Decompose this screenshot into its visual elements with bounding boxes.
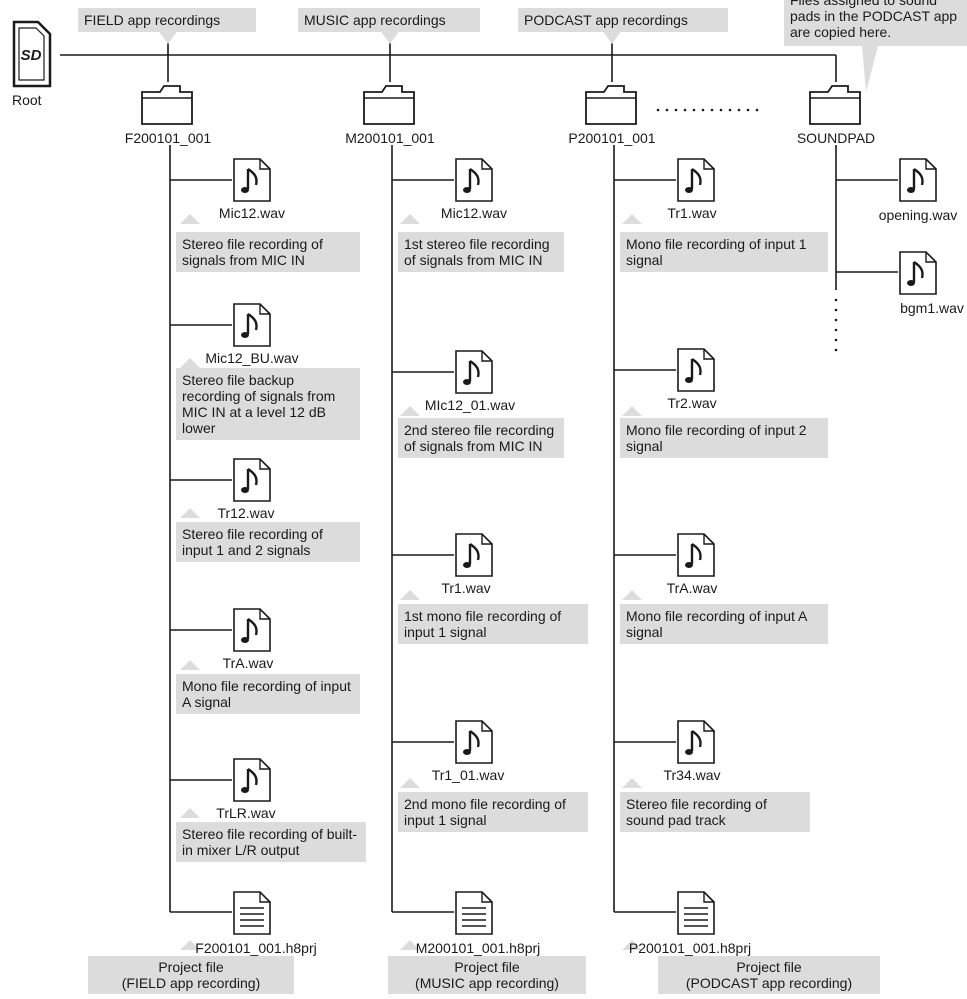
file-description: Mono file recording of input A signal	[620, 604, 828, 644]
audio-file-icon	[455, 533, 493, 577]
file-name: bgm1.wav	[900, 300, 964, 316]
file-description: 2nd stereo file recording of signals fro…	[398, 418, 564, 458]
field-app-callout: FIELD app recordings	[78, 8, 256, 32]
podcast-app-callout: PODCAST app recordings	[518, 8, 728, 32]
file-name: MIc12_01.wav	[424, 397, 516, 413]
folder-icon	[585, 85, 637, 125]
project-file-description: Project file (PODCAST app recording)	[658, 956, 880, 994]
project-file-name: M200101_001.h8prj	[415, 940, 541, 956]
file-description: Stereo file recording of sound pad track	[620, 792, 810, 832]
soundpad-folder-label: SOUNDPAD	[796, 130, 876, 146]
project-file-line1: Project file	[454, 959, 520, 975]
soundpad-callout: Files assigned to sound pads in the PODC…	[784, 0, 967, 46]
file-name: Tr12.wav	[217, 505, 275, 521]
audio-file-icon	[455, 720, 493, 764]
audio-file-icon	[233, 758, 271, 802]
svg-text:SD: SD	[21, 47, 42, 64]
podcast-folder-label: P200101_001	[568, 130, 656, 146]
file-description: Stereo file recording of input 1 and 2 s…	[176, 522, 360, 562]
audio-file-icon	[455, 158, 493, 202]
file-description: Mono file recording of input A signal	[176, 674, 360, 714]
audio-file-icon	[233, 158, 271, 202]
file-name: Tr1_01.wav	[431, 767, 505, 783]
file-name: TrLR.wav	[216, 805, 276, 821]
field-folder-label: F200101_001	[124, 130, 212, 146]
music-app-callout: MUSIC app recordings	[298, 8, 480, 32]
audio-file-icon	[455, 350, 493, 394]
file-description: Stereo file recording of built-in mixer …	[176, 822, 366, 862]
audio-file-icon	[677, 158, 715, 202]
file-name: opening.wav	[878, 207, 958, 223]
folder-icon	[141, 85, 193, 125]
project-file-name: F200101_001.h8prj	[195, 940, 317, 956]
audio-file-icon	[899, 251, 937, 295]
file-name: Mic12_BU.wav	[205, 350, 299, 366]
file-name: Mic12.wav	[440, 205, 508, 221]
file-description: 2nd mono file recording of input 1 signa…	[398, 792, 588, 832]
project-file-icon	[233, 891, 271, 935]
folder-icon	[809, 85, 861, 125]
file-name: Tr34.wav	[663, 767, 721, 783]
audio-file-icon	[677, 533, 715, 577]
file-name: Tr1.wav	[667, 205, 717, 221]
file-name: Tr1.wav	[441, 580, 491, 596]
folder-icon	[363, 85, 415, 125]
project-file-icon	[677, 891, 715, 935]
project-file-line1: Project file	[158, 959, 224, 975]
project-file-description: Project file (MUSIC app recording)	[388, 956, 586, 994]
project-file-line1: Project file	[736, 959, 802, 975]
audio-file-icon	[677, 348, 715, 392]
file-description: Mono file recording of input 2 signal	[620, 418, 828, 458]
file-description: 1st stereo file recording of signals fro…	[398, 232, 564, 272]
project-file-icon	[455, 891, 493, 935]
file-description: Stereo file recording of signals from MI…	[176, 232, 360, 272]
file-name: TrA.wav	[222, 655, 274, 671]
sd-card-icon: SD	[12, 20, 52, 88]
project-file-line2: (PODCAST app recording)	[685, 975, 853, 991]
project-file-line2: (FIELD app recording)	[121, 975, 261, 991]
file-name: Mic12.wav	[218, 205, 286, 221]
music-folder-label: M200101_001	[345, 130, 435, 146]
project-file-description: Project file (FIELD app recording)	[88, 956, 294, 994]
file-description: 1st mono file recording of input 1 signa…	[398, 604, 588, 644]
file-description: Mono file recording of input 1 signal	[620, 232, 828, 272]
audio-file-icon	[233, 608, 271, 652]
project-file-line2: (MUSIC app recording)	[415, 975, 559, 991]
file-name: TrA.wav	[666, 580, 718, 596]
project-file-name: P200101_001.h8prj	[628, 940, 752, 956]
audio-file-icon	[233, 303, 271, 347]
root-label: Root	[12, 92, 42, 108]
file-description: Stereo file backup recording of signals …	[176, 368, 360, 440]
audio-file-icon	[677, 720, 715, 764]
file-name: Tr2.wav	[667, 395, 717, 411]
audio-file-icon	[899, 158, 937, 202]
audio-file-icon	[233, 458, 271, 502]
